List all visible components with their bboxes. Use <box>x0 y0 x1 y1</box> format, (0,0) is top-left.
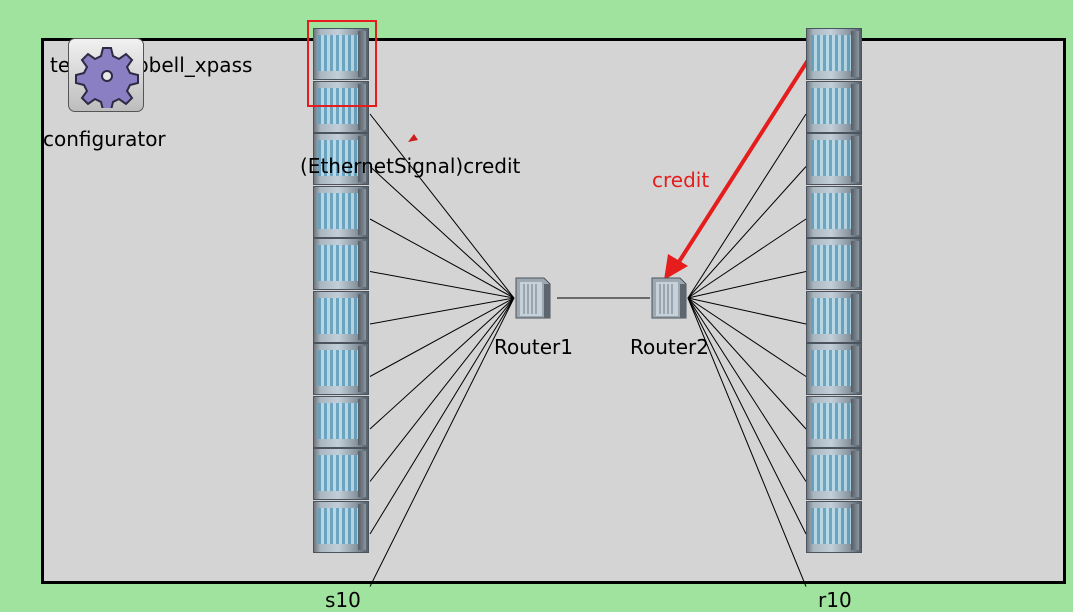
server-rack-icon <box>806 185 862 238</box>
gear-icon[interactable] <box>68 38 144 112</box>
server-rack-icon <box>806 500 862 553</box>
server-rack-icon <box>313 290 369 343</box>
message-packet-icon[interactable] <box>408 134 418 142</box>
sender-link-7[interactable] <box>369 297 515 430</box>
router1-label: Router1 <box>494 335 574 359</box>
receiver-array-label: r10 <box>818 588 852 612</box>
network-area[interactable] <box>41 38 1066 584</box>
receiver-link-7[interactable] <box>687 297 807 430</box>
configurator-label: configurator <box>43 127 166 151</box>
sender-link-9[interactable] <box>369 297 515 535</box>
sender-link-5[interactable] <box>369 297 515 325</box>
receiver-link-10[interactable] <box>687 297 807 587</box>
server-rack-icon <box>313 395 369 448</box>
receiver-link-5[interactable] <box>687 297 807 325</box>
sender-link-4[interactable] <box>369 271 515 299</box>
receiver-link-8[interactable] <box>687 297 807 482</box>
server-rack-icon <box>313 343 369 395</box>
receiver-link-3[interactable] <box>687 218 807 299</box>
server-rack-icon <box>313 28 369 80</box>
router1-icon[interactable] <box>512 274 554 320</box>
sender-link-8[interactable] <box>369 297 515 482</box>
server-rack-icon <box>313 133 369 185</box>
receiver-link-9[interactable] <box>687 297 807 535</box>
sender-link-1[interactable] <box>369 113 515 299</box>
server-rack-icon <box>806 395 862 448</box>
annotation-label: credit <box>652 168 710 192</box>
selection-highlight <box>307 20 377 107</box>
sender-link-6[interactable] <box>369 297 515 377</box>
sender-link-3[interactable] <box>369 218 515 299</box>
server-rack-icon <box>313 448 369 500</box>
sender-link-2[interactable] <box>369 166 515 299</box>
server-rack-icon <box>806 80 862 133</box>
server-rack-icon <box>313 185 369 238</box>
server-rack-icon <box>806 290 862 343</box>
server-rack-icon <box>806 448 862 500</box>
server-rack-icon <box>806 28 862 80</box>
server-rack-icon <box>313 500 369 553</box>
router2-icon[interactable] <box>648 274 690 320</box>
message-label: (EthernetSignal)credit <box>300 154 521 178</box>
receiver-link-1[interactable] <box>687 113 807 299</box>
receiver-link-6[interactable] <box>687 297 807 377</box>
server-rack-icon <box>806 343 862 395</box>
receiver-link-2[interactable] <box>687 166 807 299</box>
server-rack-icon <box>806 238 862 290</box>
server-rack-icon <box>313 238 369 290</box>
sender-link-10[interactable] <box>369 297 515 587</box>
router2-label: Router2 <box>630 335 710 359</box>
annotation-arrow <box>664 55 812 280</box>
server-rack-icon <box>806 133 862 185</box>
sender-array-label: s10 <box>325 588 361 612</box>
receiver-link-4[interactable] <box>687 271 807 299</box>
